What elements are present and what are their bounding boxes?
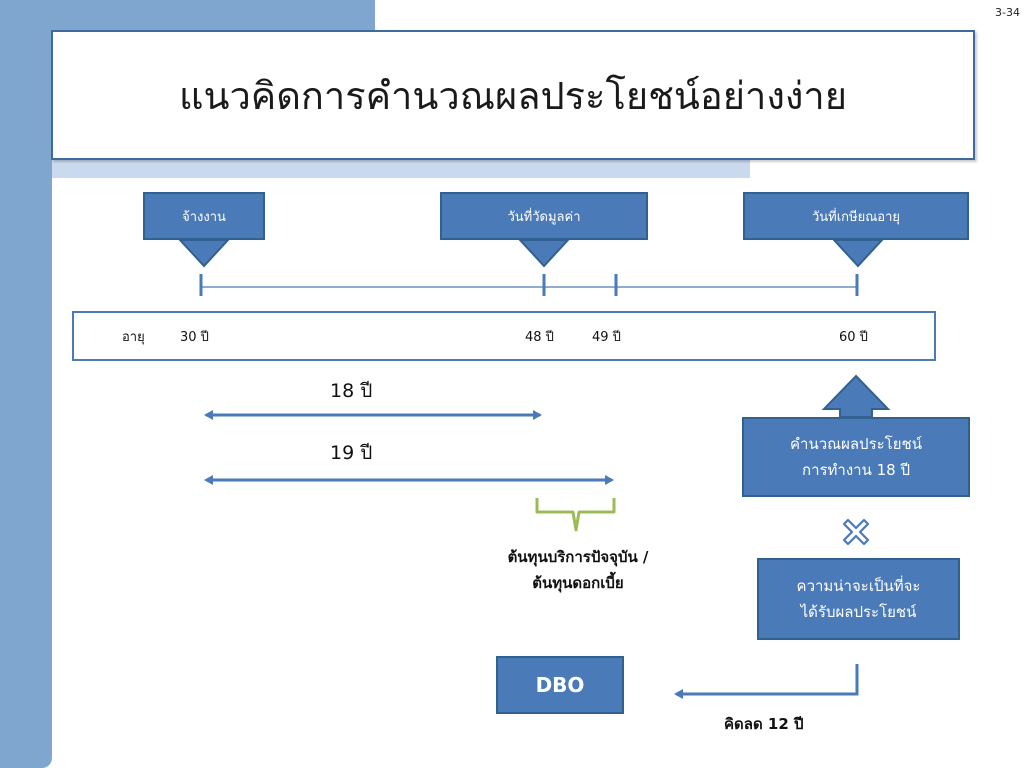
prob-box-line2: ได้รับผลประโยชน์ (800, 603, 917, 621)
calc-box-line1: คำนวณผลประโยชน์ (790, 435, 922, 453)
slide-title: แนวคิดการคำนวณผลประโยชน์อย่างง่าย (178, 73, 848, 118)
probability-box: ความน่าจะเป็นที่จะ ได้รับผลประโยชน์ (757, 558, 960, 640)
multiply-icon (842, 518, 870, 546)
title-underband (52, 158, 750, 178)
hire-pointer-arrow (177, 239, 231, 268)
span-18-label: 18 ปี (330, 380, 373, 402)
page-number: 3-34 (995, 6, 1020, 19)
dbo-box: DBO (496, 656, 624, 714)
cost-label: ต้นทุนบริการปัจจุบัน / ต้นทุนดอกเบี้ย (468, 544, 688, 596)
title-box: แนวคิดการคำนวณผลประโยชน์อย่างง่าย (51, 30, 975, 160)
cost-brace (535, 498, 616, 532)
calc-box-line2: การทำงาน 18 ปี (801, 461, 911, 479)
timeline-box (72, 311, 936, 361)
callout-hire: จ้างงาน (143, 192, 265, 240)
discount-label: คิดลด 12 ปี (724, 715, 804, 733)
up-arrow-icon (821, 374, 891, 418)
age-49: 49 ปี (592, 330, 621, 345)
calc-benefit-box: คำนวณผลประโยชน์ การทำงาน 18 ปี (742, 417, 970, 497)
age-48: 48 ปี (525, 330, 554, 345)
cost-label-line2: ต้นทุนดอกเบี้ย (532, 574, 624, 592)
retirement-pointer-arrow (831, 239, 885, 268)
age-60: 60 ปี (839, 330, 868, 345)
cost-label-line1: ต้นทุนบริการปัจจุบัน / (507, 548, 649, 566)
valuation-pointer-arrow (517, 239, 571, 268)
age-label: อายุ (122, 330, 145, 345)
prob-box-line1: ความน่าจะเป็นที่จะ (796, 577, 921, 595)
left-decor-bar (0, 0, 52, 768)
age-30: 30 ปี (180, 330, 209, 345)
discount-arrow (674, 664, 859, 699)
span-19-label: 19 ปี (330, 442, 373, 464)
